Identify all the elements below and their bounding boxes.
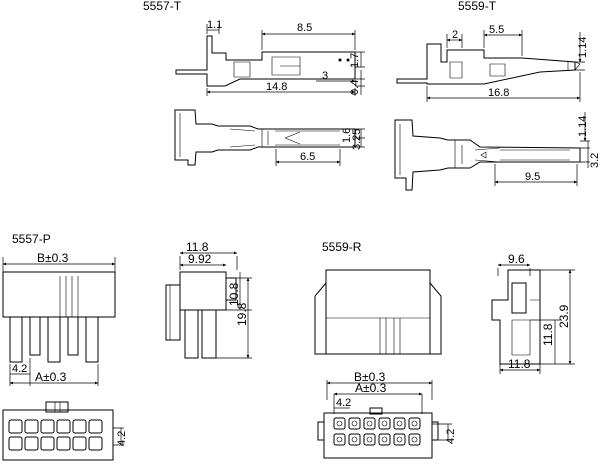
plug-5557-p: 5557-P B±0.3 4.2 A±0.3 (2, 232, 128, 461)
dim-side5559-w1: 9.6 (508, 252, 525, 266)
dim-5559r-a: A±0.3 (355, 381, 387, 395)
dim-5557t-8: 3.25 (351, 129, 363, 150)
dim-5559t-4: 16.8 (488, 87, 509, 99)
title-5557-t: 5557-T (143, 0, 182, 13)
side-view-5559: 9.6 23.9 11.8 11.8 (491, 252, 575, 374)
title-5557-p: 5557-P (12, 232, 51, 246)
dim-side5557-w2: 9.92 (188, 252, 212, 266)
dim-side5559-w2: 11.8 (508, 357, 531, 371)
dim-5559t-5: 1.14 (577, 116, 589, 137)
title-5559-r: 5559-R (322, 240, 362, 254)
terminal-5557-t: 5557-T 1.1 8.5 1.7 3 0.4 14.8 1.6 3.25 (143, 0, 365, 166)
pin-grid-5559-r (333, 417, 421, 446)
dim-5559t-6: 3.2 (589, 153, 601, 168)
receptacle-5559-r: 5559-R B±0.3 A±0.3 4.2 (314, 240, 457, 459)
terminal-5559-t: 5559-T 2 5.5 1.14 16.8 1.14 3.2 9.5 (394, 0, 601, 191)
dim-5559t-3: 1.14 (577, 37, 589, 58)
dim-5557p-a: A±0.3 (35, 370, 67, 384)
dim-5557t-3: 1.7 (349, 53, 361, 68)
side-view-5557: 11.8 9.92 10.8 19.8 (165, 240, 252, 359)
dim-side5557-h1: 10.8 (227, 282, 241, 306)
dim-side5557-w1: 11.8 (186, 240, 209, 254)
dim-5557t-2: 8.5 (297, 22, 312, 34)
dim-side5559-h1: 23.9 (557, 304, 571, 328)
dim-5557t-4: 3 (322, 70, 328, 82)
dim-5557p-b: B±0.3 (37, 251, 69, 265)
pin-grid-5557-p (8, 419, 103, 451)
dim-5559r-pitch: 4.2 (336, 397, 351, 409)
dim-5557t-9: 6.5 (300, 151, 315, 163)
dim-5557t-1: 1.1 (207, 19, 222, 31)
dim-side5559-h2: 11.8 (541, 323, 555, 346)
dim-5557t-7: 1.6 (341, 128, 353, 143)
dim-5559t-2: 5.5 (489, 24, 504, 36)
title-5559-t: 5559-T (458, 0, 497, 13)
dim-5557t-6: 14.8 (266, 81, 287, 93)
dim-side5557-h2: 19.8 (235, 302, 249, 326)
dim-5559r-b: B±0.3 (354, 370, 386, 384)
dim-5559r-h: 4.2 (445, 429, 457, 444)
dim-5557p-pitch: 4.2 (12, 363, 27, 375)
dim-5559t-1: 2 (452, 29, 458, 41)
dim-5559t-7: 9.5 (525, 171, 540, 183)
dim-5557p-h: 4.2 (116, 431, 128, 446)
